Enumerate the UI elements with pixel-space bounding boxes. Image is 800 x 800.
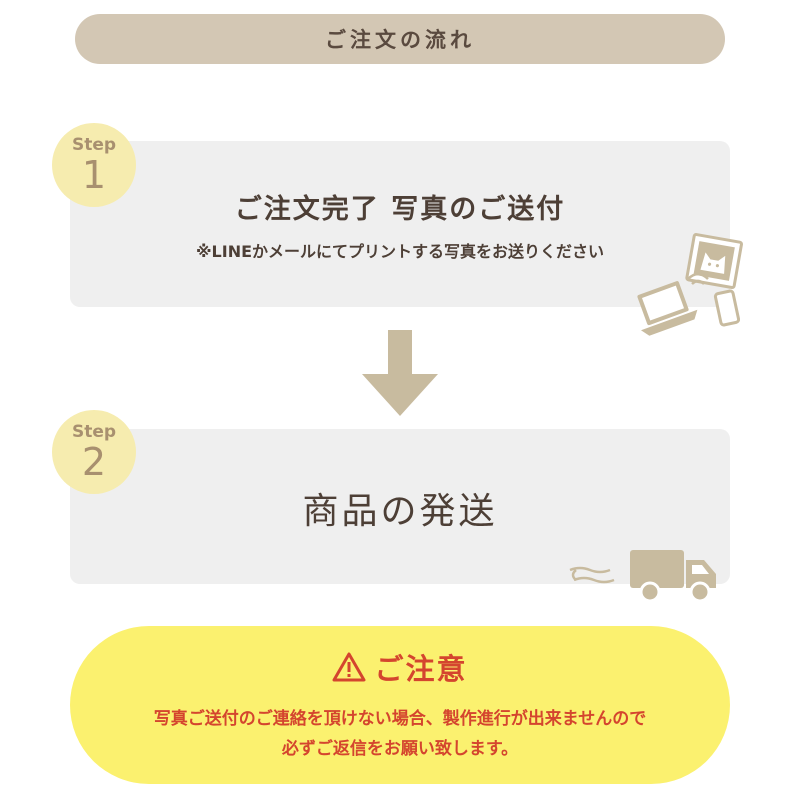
step-1-title: ご注文完了 写真のご送付 xyxy=(234,194,566,225)
warning-icon xyxy=(332,652,366,682)
step-2-badge: Step 2 xyxy=(52,410,136,494)
caution-title: ご注意 xyxy=(374,652,468,686)
step-1-note: ※LINEかメールにてプリントする写真をお送りください xyxy=(195,242,605,261)
photo-laptop-phone-icon xyxy=(637,233,743,336)
step-1-badge: Step 1 xyxy=(52,123,136,207)
step-1-label: Step xyxy=(71,134,117,155)
caution-heading: ご注意 xyxy=(70,646,730,688)
caution-line-1: 写真ご送付のご連絡を頂けない場合、製作進行が出来ませんので xyxy=(153,709,647,729)
caution-message: 写真ご送付のご連絡を頂けない場合、製作進行が出来ませんので 必ずご返信をお願い致… xyxy=(70,704,730,764)
step-2-number: 2 xyxy=(81,439,107,484)
section-header: ご注文の流れ xyxy=(75,14,725,64)
step-2-card: 商品の発送 xyxy=(70,429,730,584)
step-1-number: 1 xyxy=(81,152,107,197)
step-1-card: ご注文完了 写真のご送付 ※LINEかメールにてプリントする写真をお送りください xyxy=(70,141,730,307)
caution-box: ご注意 写真ご送付のご連絡を頂けない場合、製作進行が出来ませんので 必ずご返信を… xyxy=(70,626,730,784)
section-title: ご注文の流れ xyxy=(325,28,475,52)
step-2-title: 商品の発送 xyxy=(302,491,498,532)
delivery-truck-icon xyxy=(569,550,716,603)
down-arrow-icon xyxy=(362,330,438,416)
step-2-label: Step xyxy=(71,421,117,442)
caution-line-2: 必ずご返信をお願い致します。 xyxy=(281,739,519,759)
